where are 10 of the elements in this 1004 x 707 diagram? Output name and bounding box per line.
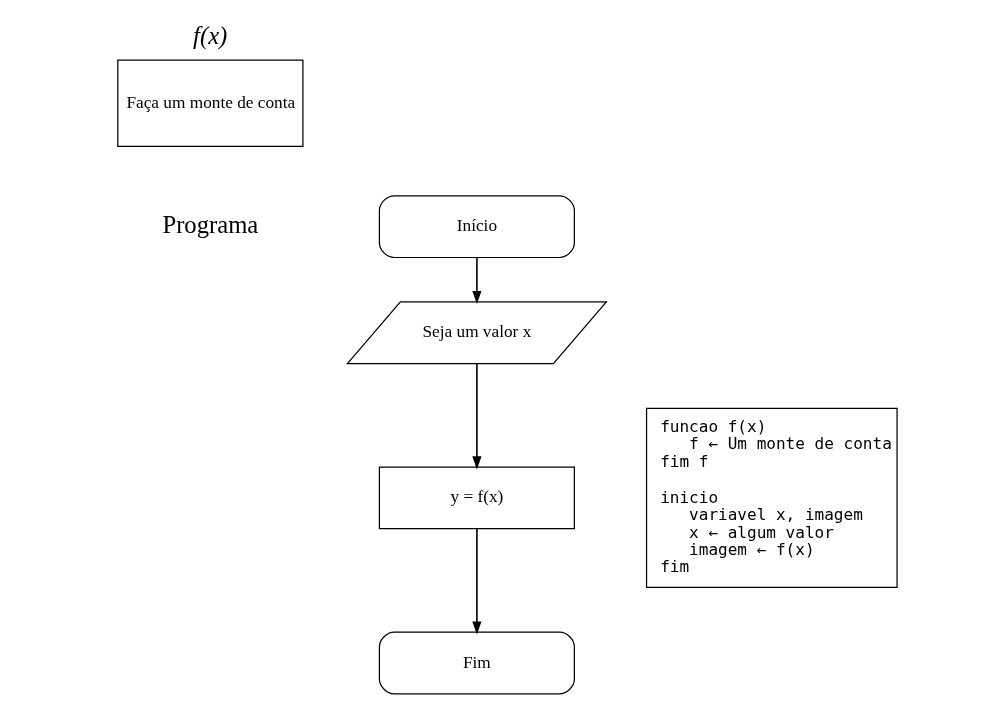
node-box: Fim [378, 631, 575, 695]
arrow [471, 363, 481, 470]
node-box: funcao f(x) f ← Um monte de conta fim f inicio variavel x, imagem x ← algum valor imagem ← f(x) fim [645, 407, 898, 589]
arrow [471, 257, 481, 305]
label: Programa [161, 210, 258, 238]
arrow [471, 528, 481, 635]
node-label: f(x) [192, 22, 227, 50]
node-box: Início [378, 195, 575, 259]
node-box: y = f(x) [378, 466, 575, 530]
node-box: Faça um monte de conta [116, 59, 303, 148]
